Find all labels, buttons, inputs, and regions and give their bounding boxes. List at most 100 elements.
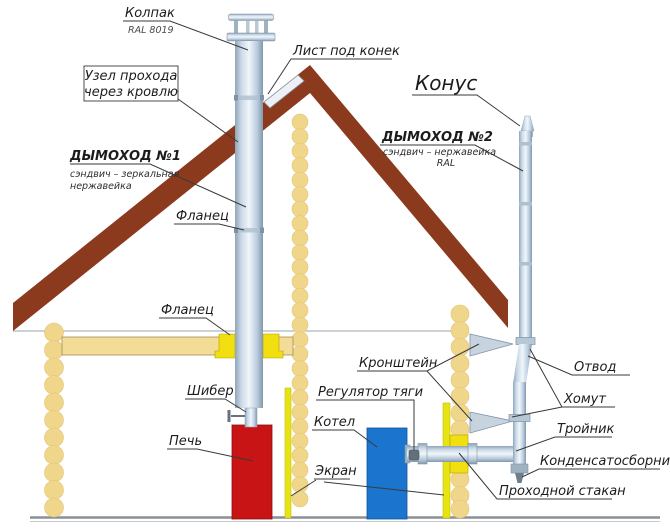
label-prohodnoy-stakan: Проходной стакан xyxy=(499,484,626,499)
leader-ekran-right xyxy=(323,481,445,496)
ridge-sheet xyxy=(263,74,305,109)
log xyxy=(450,499,470,519)
pipe-joint-band xyxy=(519,262,532,266)
leader-kotel xyxy=(312,429,378,448)
log xyxy=(291,432,309,450)
bracket-lower xyxy=(469,411,514,434)
label-dymohod1-sub1: сэндвич – зеркальная xyxy=(70,169,180,180)
label-otvod: Отвод xyxy=(574,360,616,375)
labels: Колпак RAL 8019 Лист под конек Узел прох… xyxy=(69,6,670,499)
log xyxy=(44,410,64,430)
label-homut: Хомут xyxy=(563,392,606,407)
leader-regulyator xyxy=(316,399,415,450)
log xyxy=(44,357,64,378)
leader-shiber xyxy=(185,398,247,413)
chimney1-pipe xyxy=(235,41,263,408)
log xyxy=(291,331,309,348)
log xyxy=(291,302,309,319)
log xyxy=(44,322,64,343)
pipe-coupling xyxy=(417,443,428,465)
damper-handle-bar xyxy=(227,410,231,422)
cap-stud xyxy=(246,20,250,33)
leader-otvod xyxy=(527,355,630,376)
log xyxy=(291,316,309,334)
pipe-joint-band xyxy=(519,142,532,146)
log xyxy=(291,287,309,305)
cone-top xyxy=(520,115,535,132)
log xyxy=(291,490,309,508)
label-dymohod2-sub2: RAL xyxy=(437,158,455,169)
log xyxy=(450,403,470,423)
label-uzel-line1: Узел прохода xyxy=(85,69,178,84)
leader-ekran-left xyxy=(290,479,317,497)
log xyxy=(44,462,64,483)
joint-tick xyxy=(234,227,238,233)
leader-troinik xyxy=(515,436,612,452)
leader-flanec-upper xyxy=(174,223,245,231)
label-uzel-box xyxy=(83,65,179,102)
clamp-upper xyxy=(515,337,536,345)
log xyxy=(291,418,309,435)
cap-stud xyxy=(234,20,238,33)
cap-disc xyxy=(228,13,274,21)
leader-kolpak xyxy=(123,20,249,51)
log xyxy=(291,244,309,261)
elbow xyxy=(513,344,532,384)
log xyxy=(44,340,64,360)
joint-tick xyxy=(234,95,238,101)
label-dymohod1-sub2: нержавейка xyxy=(70,181,132,192)
stove-screen xyxy=(284,387,292,519)
label-troinik: Тройник xyxy=(557,422,615,437)
log xyxy=(291,113,309,131)
label-kondensatosbornik: Конденсатосборник xyxy=(540,454,670,469)
leader-kondensatosbornik xyxy=(521,468,660,478)
label-ekran: Экран xyxy=(314,464,357,479)
cap-stud xyxy=(264,20,268,33)
label-kronshtein: Кронштейн xyxy=(359,356,438,371)
label-flanec-lower: Фланец xyxy=(161,303,214,318)
leader-prohodnoy-stakan xyxy=(458,452,612,500)
log xyxy=(44,392,64,413)
chimney2-lower-pipe xyxy=(513,382,526,466)
chimney-1 xyxy=(226,13,276,428)
label-konus: Конус xyxy=(415,71,477,95)
log xyxy=(44,497,64,518)
label-kotel: Котел xyxy=(314,415,355,430)
pipe-joint-band xyxy=(235,95,263,100)
label-shiber: Шибер xyxy=(187,384,234,399)
gable-log-wall xyxy=(291,113,309,508)
log xyxy=(291,258,309,276)
log xyxy=(291,389,309,406)
label-kolpak-sub: RAL 8019 xyxy=(128,25,174,36)
label-pech: Печь xyxy=(169,434,202,449)
roof-left-slope xyxy=(13,65,310,331)
label-dymohod2: ДЫМОХОД №2 xyxy=(381,130,493,145)
log xyxy=(44,445,64,465)
leader-kronshtein-lower xyxy=(426,370,473,422)
label-regulyator: Регулятор тяги xyxy=(318,385,423,400)
log xyxy=(291,128,309,145)
log xyxy=(450,337,470,357)
log xyxy=(291,273,309,290)
log xyxy=(291,360,309,377)
label-flanec-upper: Фланец xyxy=(176,209,229,224)
log xyxy=(291,142,309,160)
clamp-lower xyxy=(508,414,531,422)
leader-pech xyxy=(167,448,254,462)
log xyxy=(291,374,309,392)
log xyxy=(450,321,470,340)
label-uzel-line2: через кровлю xyxy=(84,85,178,100)
log xyxy=(291,461,309,479)
right-log-wall xyxy=(450,304,470,519)
log xyxy=(44,375,64,395)
log xyxy=(450,370,470,390)
draft-regulator-knob xyxy=(408,449,420,461)
cap-stud xyxy=(255,20,259,33)
leader-uzel xyxy=(177,98,239,143)
cap-collar xyxy=(226,32,276,42)
left-log-wall xyxy=(44,322,64,518)
damper-pipe xyxy=(244,407,258,428)
label-dymohod2-sub1: сэндвич – нержавейка xyxy=(383,147,496,158)
log xyxy=(291,345,309,363)
leader-homut-lower xyxy=(511,406,563,418)
